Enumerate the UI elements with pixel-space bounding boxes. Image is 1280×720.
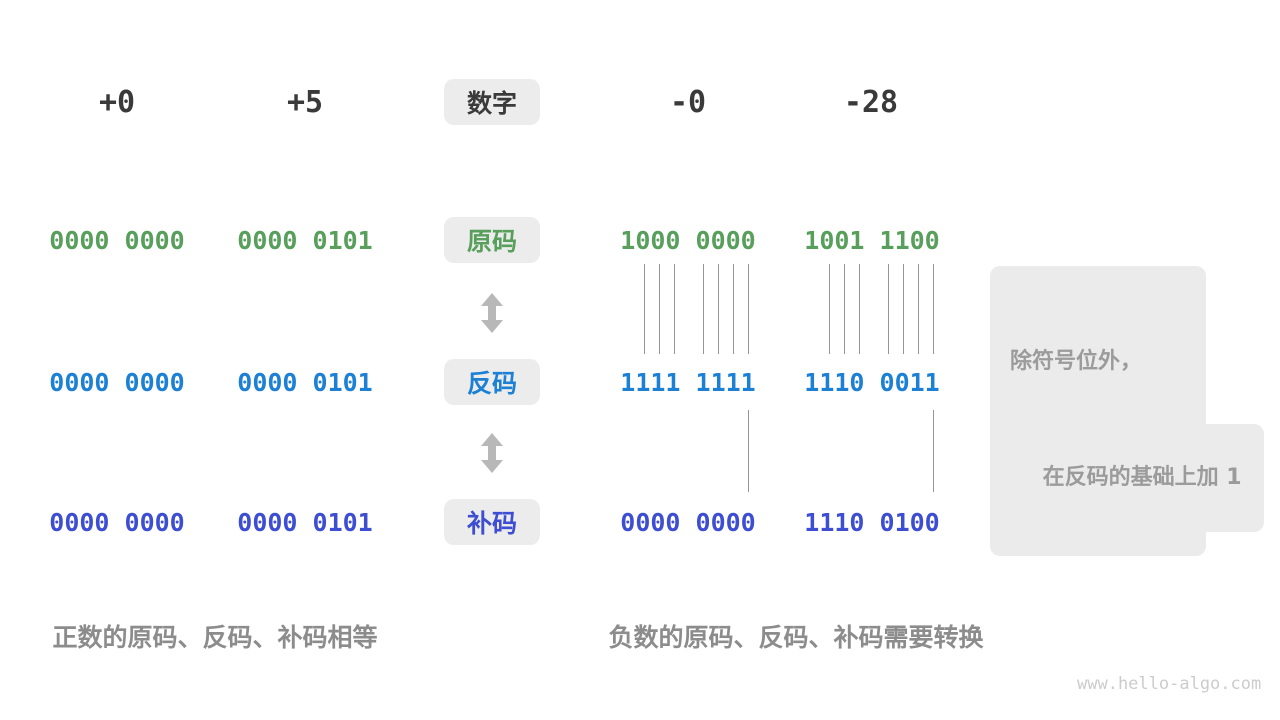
ones-complement-plus0: 0000 0000: [49, 368, 185, 397]
sign-magnitude-plus0: 0000 0000: [49, 226, 185, 255]
badge-ones-complement: 反码: [444, 359, 540, 405]
badge-twos-complement: 补码: [444, 499, 540, 545]
bit-connector-line: [748, 264, 749, 354]
header-number-minus0: -0: [669, 85, 707, 120]
twos-complement-minus28: 1110 0100: [804, 508, 940, 537]
bit-connector-line: [829, 264, 830, 354]
bit-connector-line: [703, 264, 704, 354]
bit-connector-line: [644, 264, 645, 354]
badge-sign-magnitude: 原码: [444, 217, 540, 263]
annotation-add-one: 在反码的基础上加 1: [990, 424, 1264, 532]
bit-connector-line: [748, 410, 749, 492]
ones-complement-minus0: 1111 1111: [620, 368, 756, 397]
header-number-plus5: +5: [286, 85, 324, 120]
header-number-plus0: +0: [98, 85, 136, 120]
header-badge-number-label: 数字: [466, 89, 517, 118]
sign-magnitude-minus28: 1001 1100: [804, 226, 940, 255]
caption-negative-numbers: 负数的原码、反码、补码需要转换: [608, 623, 984, 652]
ones-complement-plus5: 0000 0101: [237, 368, 373, 397]
twos-complement-minus0: 0000 0000: [620, 508, 756, 537]
twos-complement-plus0: 0000 0000: [49, 508, 185, 537]
header-number-minus28: -28: [843, 85, 899, 120]
twos-complement-plus5: 0000 0101: [237, 508, 373, 537]
bit-connector-line: [718, 264, 719, 354]
annotation-flip-line1: 除符号位外，: [1010, 349, 1143, 374]
bit-connector-line: [918, 264, 919, 354]
bit-connector-line: [888, 264, 889, 354]
bit-connector-line: [674, 264, 675, 354]
ones-complement-minus28: 1110 0011: [804, 368, 940, 397]
caption-positive-numbers: 正数的原码、反码、补码相等: [52, 623, 378, 652]
sign-magnitude-minus0: 1000 0000: [620, 226, 756, 255]
swap-arrow-icon: [480, 433, 504, 477]
header-badge-number: 数字: [444, 79, 540, 125]
badge-ones-complement-label: 反码: [466, 369, 517, 398]
bit-connector-line: [933, 264, 934, 354]
bit-connector-line: [733, 264, 734, 354]
badge-twos-complement-label: 补码: [466, 509, 517, 538]
swap-arrow-icon: [480, 293, 504, 337]
bit-connector-line: [659, 264, 660, 354]
bit-connector-line: [859, 264, 860, 354]
bit-connector-line: [933, 410, 934, 492]
sign-magnitude-plus5: 0000 0101: [237, 226, 373, 255]
bit-connector-line: [903, 264, 904, 354]
badge-sign-magnitude-label: 原码: [466, 227, 517, 256]
bit-connector-line: [844, 264, 845, 354]
watermark-url: www.hello-algo.com: [1077, 674, 1262, 694]
annotation-add-one-label: 在反码的基础上加 1: [1042, 465, 1242, 490]
